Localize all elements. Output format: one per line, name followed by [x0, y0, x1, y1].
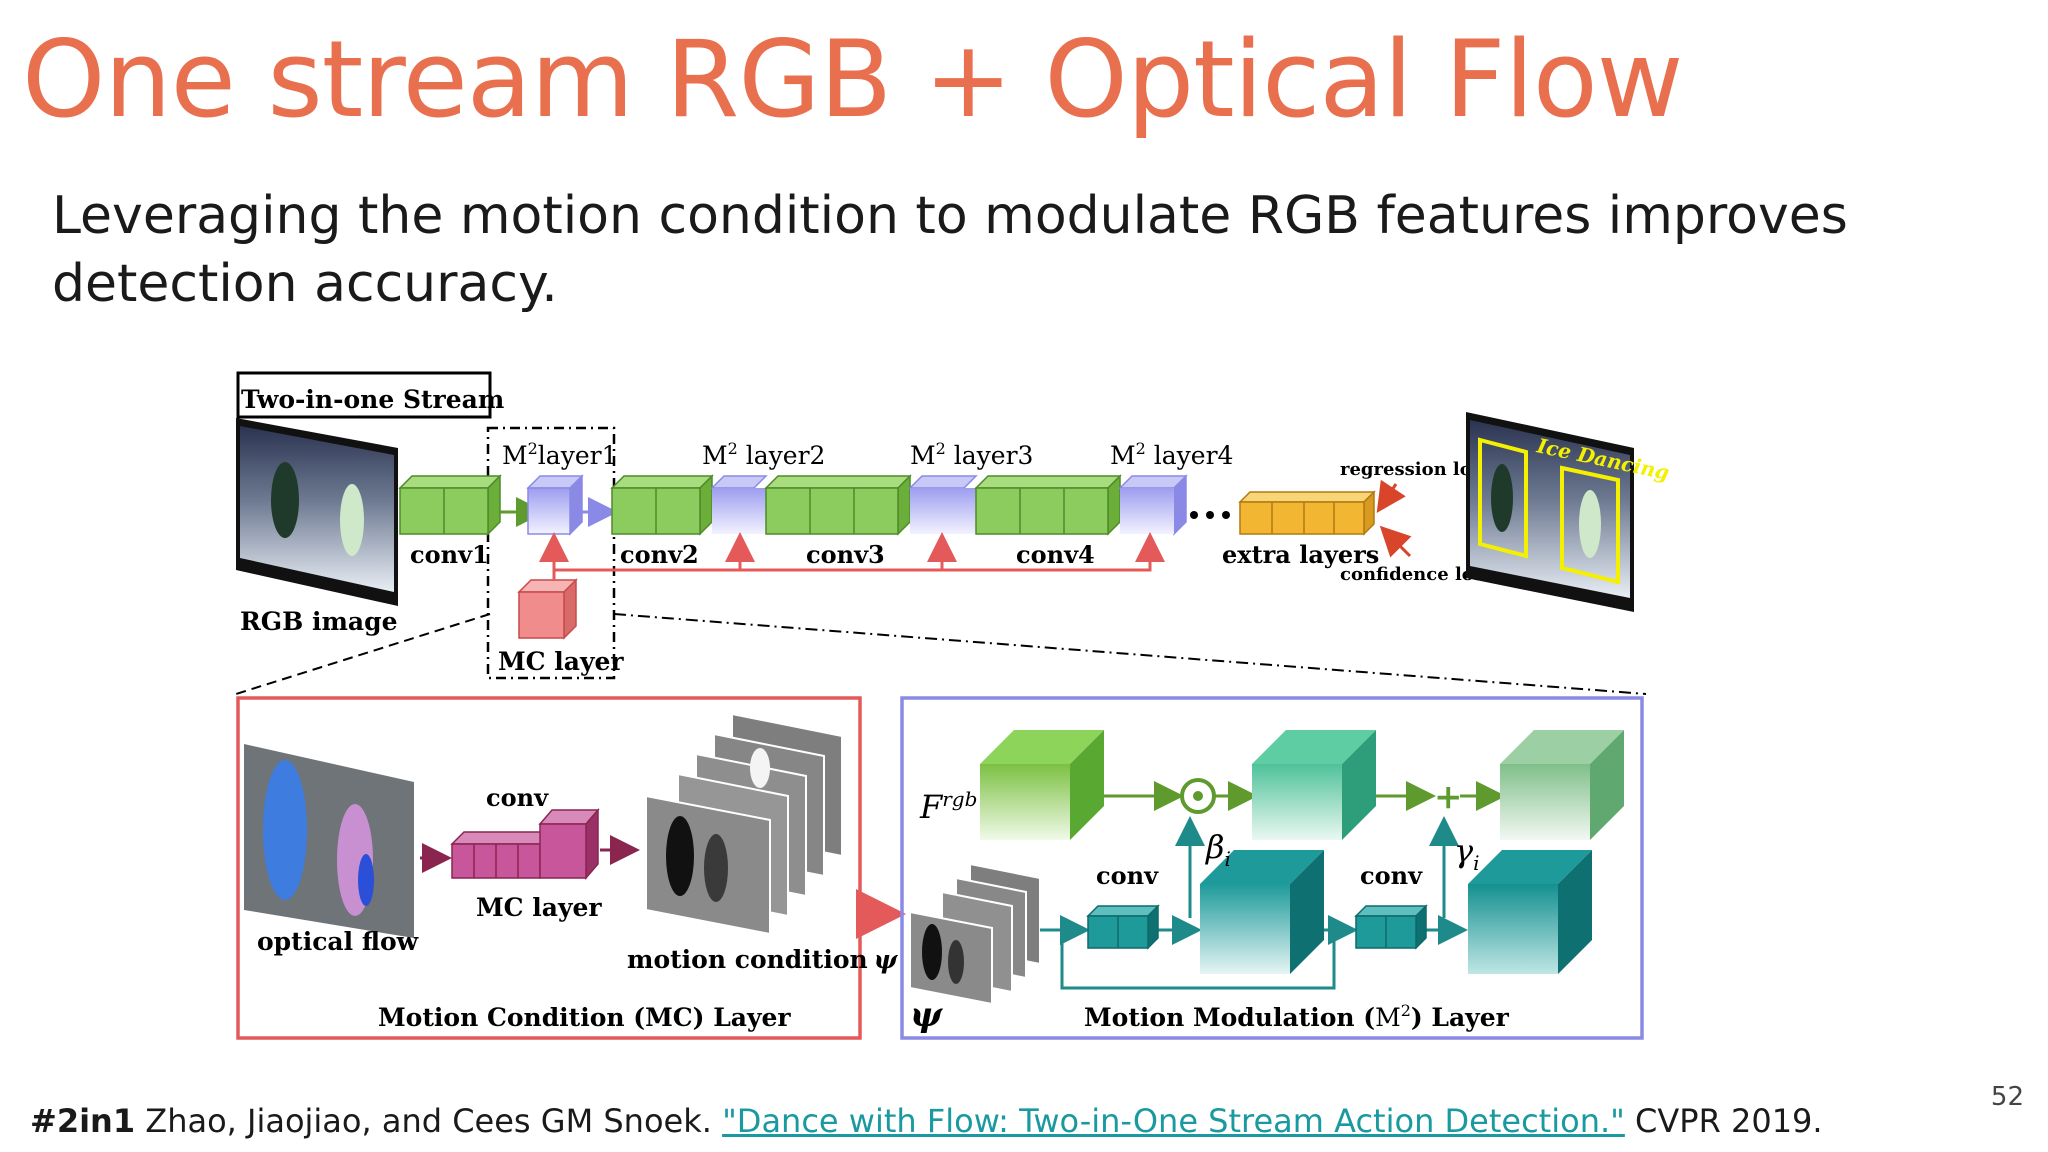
- rgb-image-thumbnail: [236, 418, 398, 606]
- mc-panel-caption: Motion Condition (MC) Layer: [378, 1003, 791, 1032]
- beta-label: βi: [1205, 828, 1231, 871]
- paper-link[interactable]: "Dance with Flow: Two-in-One Stream Acti…: [722, 1102, 1625, 1140]
- zoom-guide-lines: [235, 613, 1647, 695]
- extra-layers-label: extra layers: [1222, 540, 1379, 569]
- conv3-block: [764, 474, 912, 536]
- motion-condition-feedback-lines: [539, 532, 1165, 580]
- m2-layer4-label: M2 layer4: [1110, 439, 1233, 470]
- m2-panel: [900, 696, 1644, 1040]
- ellipsis-dots: [1190, 511, 1230, 519]
- m2-layer1-group: [486, 426, 616, 680]
- mc-conv-label: conv: [486, 783, 549, 812]
- stream-box: [236, 371, 492, 419]
- stream-box-label: Two-in-one Stream: [241, 385, 504, 414]
- conv-a-block: [1086, 904, 1160, 950]
- ice-dancing-output-thumbnail: [1466, 412, 1634, 612]
- citation-tag: #2in1: [30, 1102, 136, 1140]
- add-operator: +: [1434, 777, 1463, 817]
- regression-loss-arrow: [1376, 479, 1406, 513]
- m2-panel-caption: Motion Modulation (M2) Layer: [1084, 1001, 1510, 1032]
- mc-layer-inner-label: MC layer: [476, 893, 602, 922]
- mc-layer-label: MC layer: [498, 647, 624, 676]
- psi-condition-maps: [909, 862, 1041, 1006]
- m2-layer4-block: [1118, 474, 1188, 536]
- rgb-image-label: RGB image: [240, 607, 398, 636]
- mc-layer-block: [517, 578, 578, 640]
- modulated-feature-cube: [1252, 730, 1376, 840]
- motion-condition-maps: [645, 712, 843, 936]
- m2-layer2-label: M2 layer2: [702, 439, 825, 470]
- psi-label: ψ: [910, 995, 943, 1035]
- m2-layer2-block: [710, 475, 768, 534]
- citation-authors: Zhao, Jiaojiao, and Cees GM Snoek.: [145, 1102, 712, 1140]
- m2-layer1-label: M2layer1: [502, 439, 617, 470]
- multiply-operator-dot: [1193, 791, 1203, 801]
- beta-cube: [1200, 850, 1324, 974]
- f-rgb-cube: [980, 730, 1104, 840]
- conv-b-label: conv: [1360, 861, 1423, 890]
- extra-layers-block: [1238, 490, 1376, 536]
- m2-layer3-block: [908, 475, 978, 534]
- m2-layer3-label: M2 layer3: [910, 439, 1033, 470]
- optical-flow-label: optical flow: [257, 927, 420, 956]
- f-rgb-label: Frgb: [919, 787, 977, 826]
- conv2-block: [610, 474, 714, 536]
- conv1-block: [398, 474, 502, 536]
- gamma-cube: [1468, 850, 1592, 974]
- mc-conv-stack: [450, 807, 600, 881]
- conv4-label: conv4: [1016, 540, 1095, 569]
- gamma-label: γi: [1454, 832, 1480, 875]
- conv-a-label: conv: [1096, 861, 1159, 890]
- conv2-label: conv2: [620, 540, 699, 569]
- output-feature-cube: [1500, 730, 1624, 840]
- m2-layer1-block: [526, 474, 584, 536]
- conv4-block: [974, 474, 1122, 536]
- mc-panel: [236, 696, 862, 1040]
- optical-flow-thumbnail: [244, 744, 414, 938]
- regression-loss-label: regression loss: [1340, 459, 1492, 480]
- slide-title: One stream RGB + Optical Flow: [22, 18, 1683, 141]
- citation: #2in1 Zhao, Jiaojiao, and Cees GM Snoek.…: [30, 1102, 1823, 1140]
- conv-b-block: [1354, 904, 1428, 950]
- confidence-loss-arrow: [1379, 525, 1412, 558]
- confidence-loss-label: confidence loss: [1340, 564, 1494, 585]
- slide-subtitle: Leveraging the motion condition to modul…: [52, 186, 1848, 314]
- citation-venue: CVPR 2019.: [1635, 1102, 1823, 1140]
- conv1-label: conv1: [410, 540, 489, 569]
- conv3-label: conv3: [806, 540, 885, 569]
- page-number: 52: [1990, 1082, 2024, 1112]
